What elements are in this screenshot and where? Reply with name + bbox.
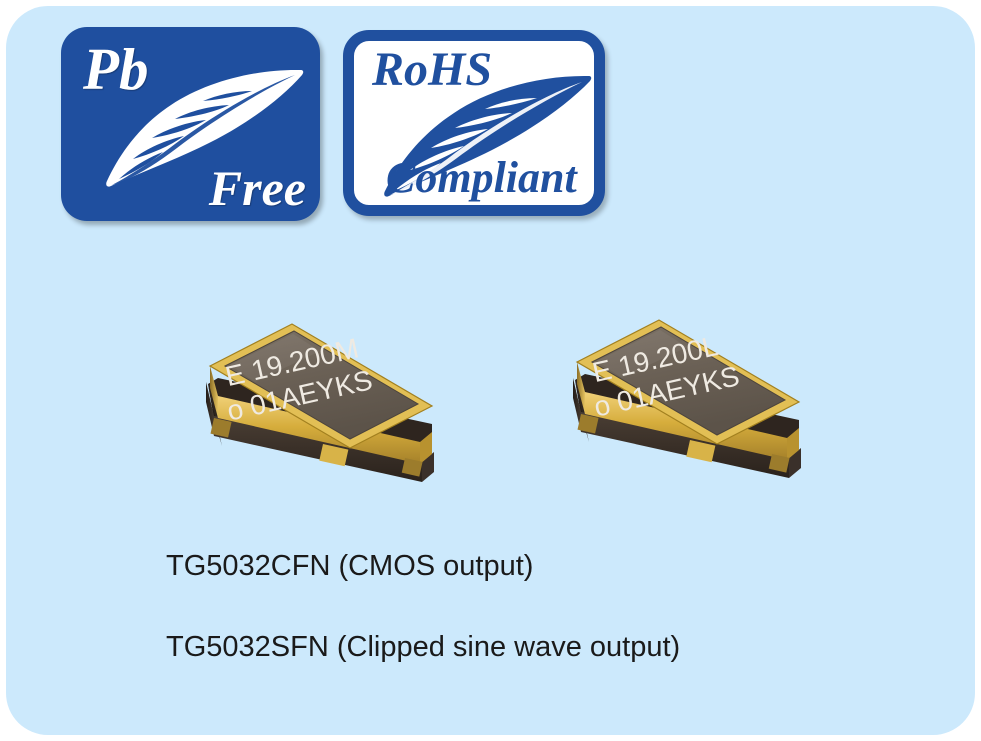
- rohs-line1: RoHS: [372, 43, 493, 96]
- rohs-line2: Compliant: [386, 153, 577, 202]
- oscillator-package-cmos: E 19.200M o 01AEYKS: [200, 296, 440, 492]
- pb-free-logo: Pb Free: [61, 27, 320, 221]
- caption-clipped-sine-output: TG5032SFN (Clipped sine wave output): [166, 631, 681, 663]
- pb-free-line1: Pb: [83, 36, 149, 102]
- leaf-icon: [89, 67, 304, 189]
- oscillator-package-clipped-sine: E 19.200L o 01AEYKS: [567, 292, 807, 488]
- leaf-icon: [360, 73, 592, 197]
- pb-free-line2: Free: [208, 160, 306, 216]
- caption-cmos-output: TG5032CFN (CMOS output): [166, 550, 534, 582]
- rohs-compliant-logo: RoHS Compliant: [343, 30, 605, 216]
